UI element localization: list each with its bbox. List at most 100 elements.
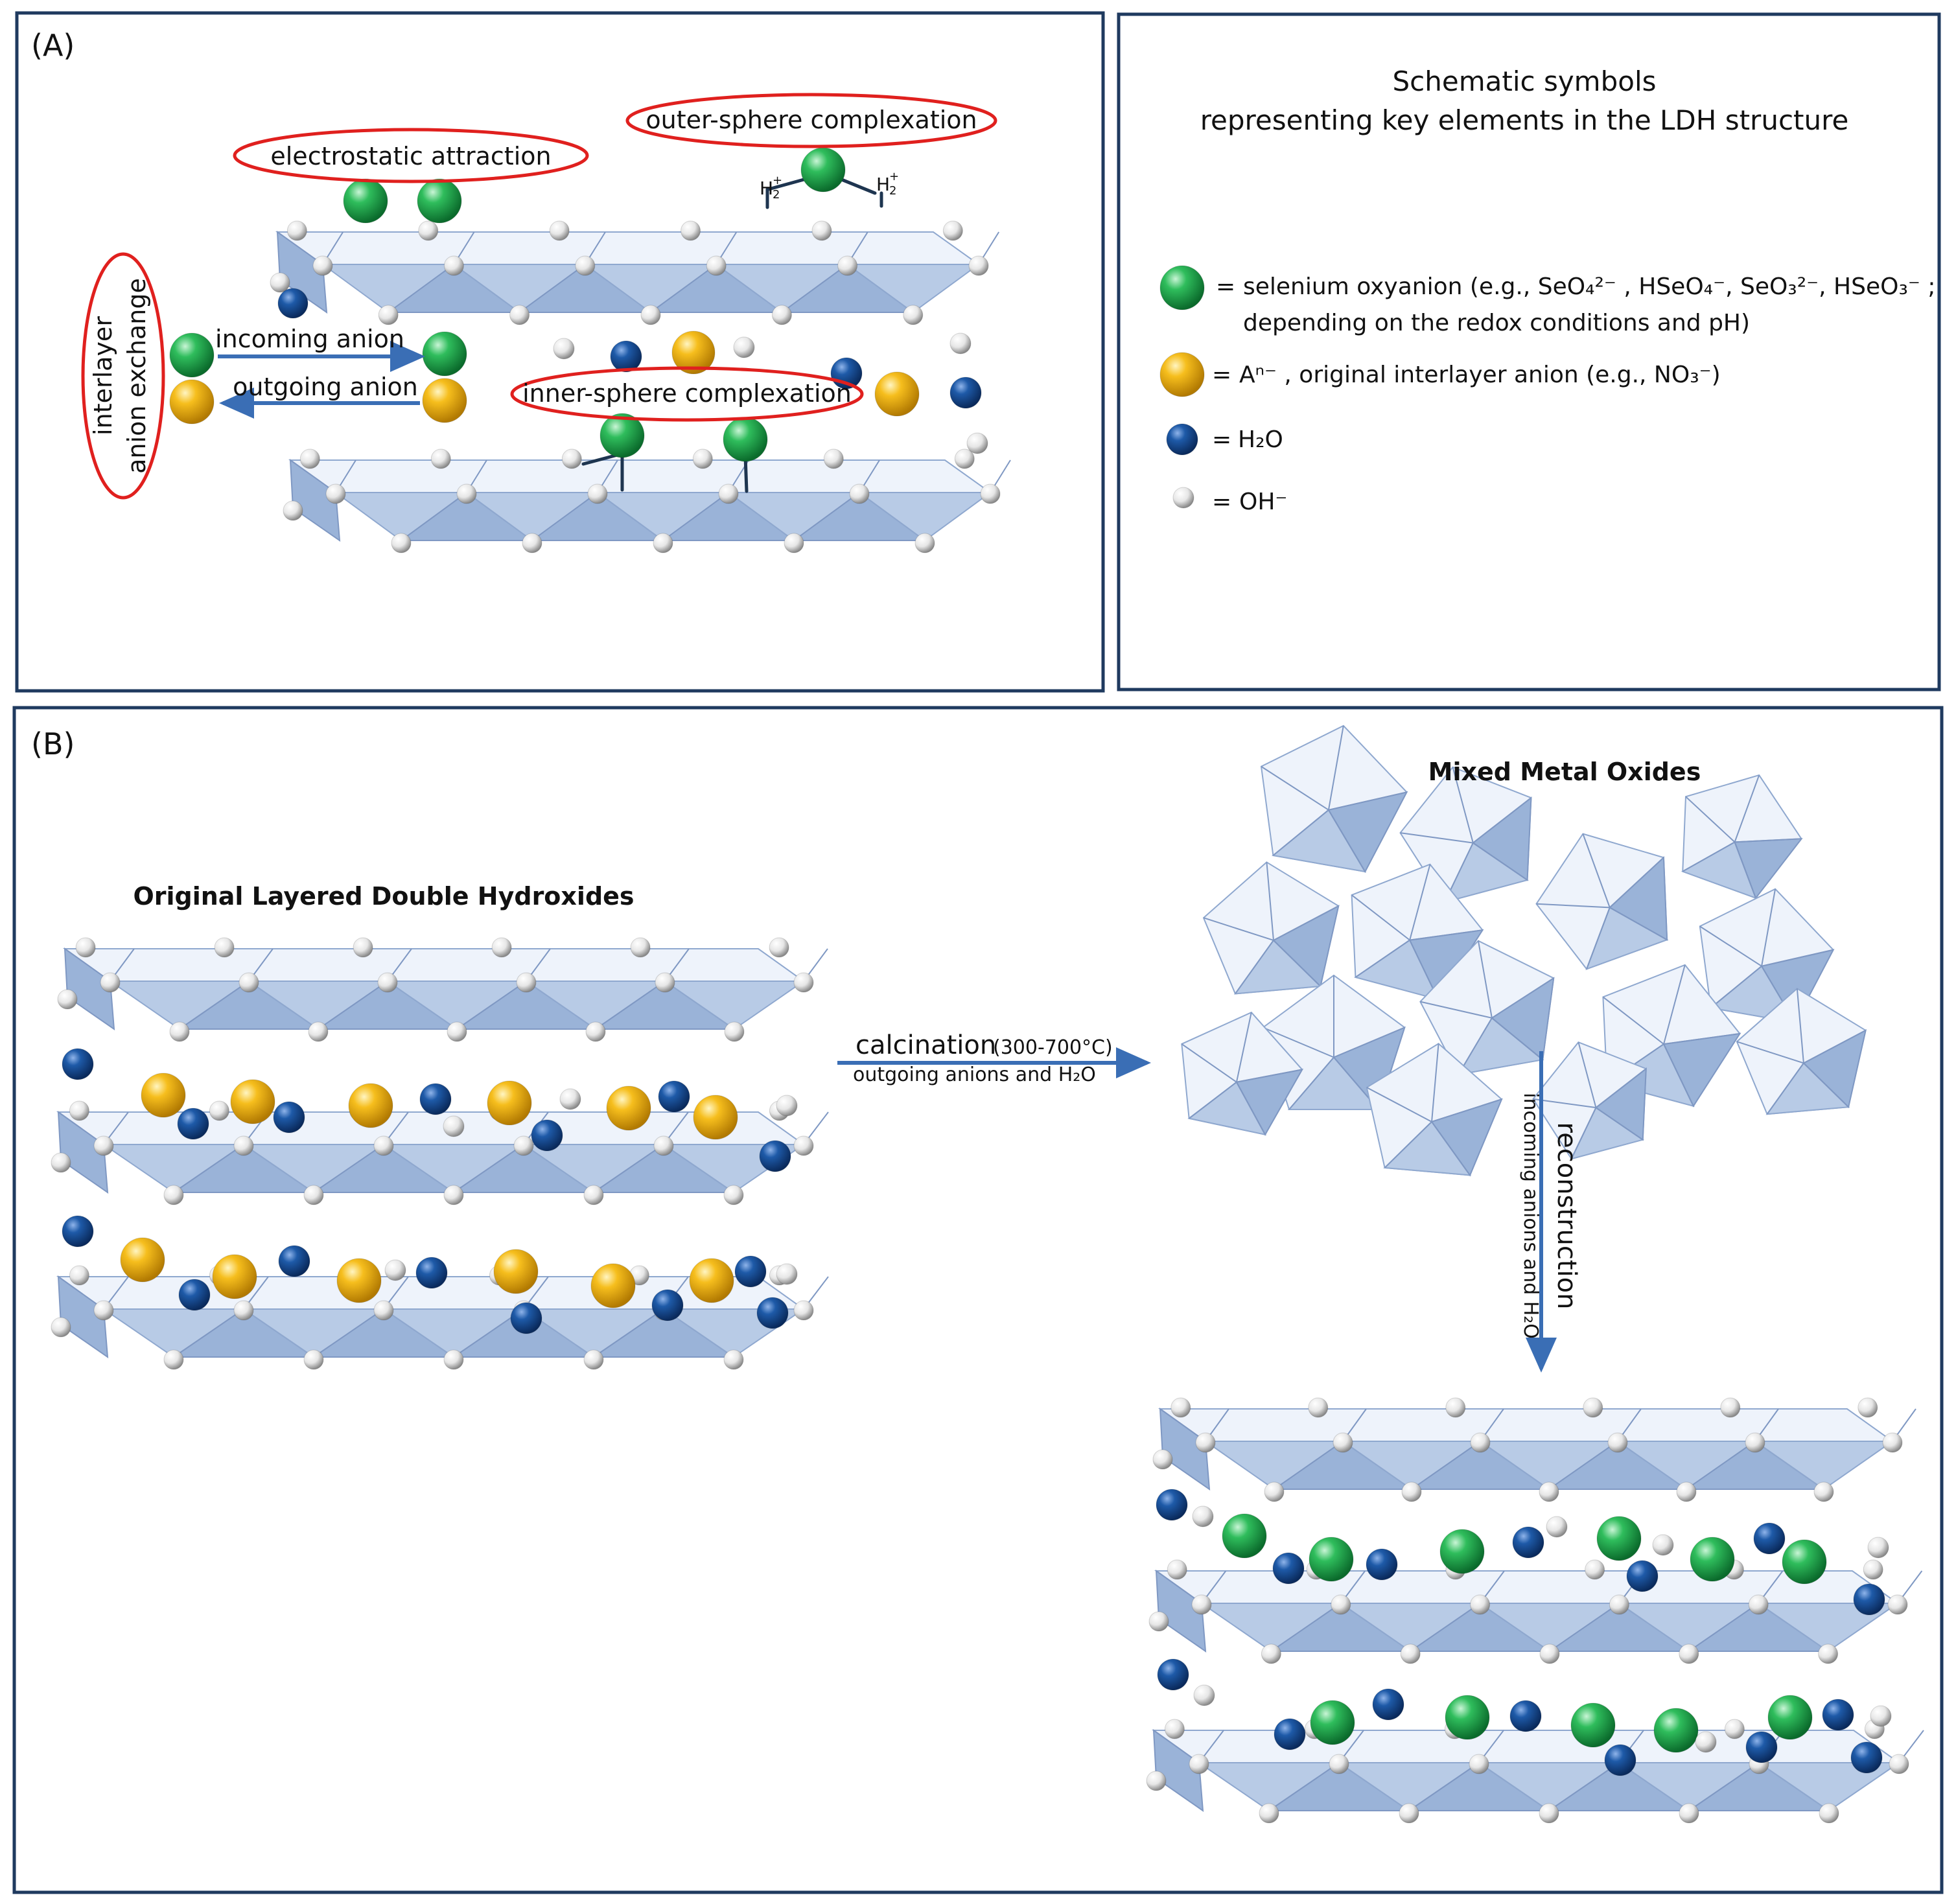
hydroxide-sphere — [443, 1115, 465, 1137]
reconstruction-sublabel: incoming anions and H₂O — [1519, 1093, 1542, 1339]
octahedron-edge — [1328, 791, 1407, 811]
hydroxide-sphere — [1445, 1397, 1466, 1418]
octahedron-face — [857, 492, 993, 542]
hydroxide-sphere — [1167, 1559, 1187, 1580]
interlayer-anion-sphere — [874, 371, 920, 417]
interlayer-anion-sphere — [487, 1080, 532, 1126]
water-sphere — [1366, 1548, 1398, 1581]
layer-top-face — [1158, 1408, 1895, 1442]
octahedron-edge — [1384, 1121, 1432, 1168]
hydroxide-sphere — [1189, 1754, 1209, 1774]
hydroxide-sphere — [51, 1152, 71, 1173]
legend-eq-hydroxide: = — [1212, 489, 1231, 515]
octahedron-edge — [1586, 907, 1611, 969]
anion-exchange-highlight — [81, 252, 165, 500]
selenium-oxyanion-sphere — [169, 332, 215, 378]
hydroxide-sphere — [1164, 1719, 1185, 1739]
water-sphere — [62, 1215, 94, 1248]
anion-exchange-line1: interlayer — [89, 316, 117, 435]
hydroxide-sphere — [585, 1021, 606, 1042]
hydroxide-sphere — [1676, 1481, 1697, 1502]
metal-oxide-octahedron — [1181, 1011, 1304, 1136]
octahedron-edge — [1734, 774, 1760, 842]
selenium-oxyanion-sphere — [1310, 1700, 1355, 1745]
hydroxide-sphere — [1724, 1719, 1745, 1739]
reconstruction-text: reconstruction — [1552, 1122, 1581, 1310]
hydroxide-sphere — [378, 305, 399, 325]
octahedron-edge — [1288, 1056, 1334, 1110]
hydroxide-sphere — [1331, 1594, 1351, 1615]
mmo-title: Mixed Metal Oxides — [1428, 758, 1701, 786]
hydroxide-sphere — [966, 432, 988, 454]
water-sphere — [419, 1083, 452, 1115]
selenium-oxyanion-sphere — [343, 178, 388, 224]
octahedron-edge — [1328, 809, 1366, 872]
layer-top-face — [56, 1111, 806, 1145]
hydroxide-sphere — [653, 1135, 674, 1156]
hydroxide-sphere — [233, 1300, 254, 1321]
octahedron-edge — [1595, 1107, 1644, 1141]
calcination-temp: (300-700°C) — [993, 1036, 1113, 1059]
hydroxide-sphere — [811, 220, 832, 241]
octahedron-edge — [1663, 1043, 1694, 1107]
hydroxide-sphere — [559, 1088, 581, 1110]
hydroxide-sphere — [1819, 1803, 1839, 1824]
water-sphere — [756, 1297, 789, 1329]
hydroxide-sphere — [163, 1349, 184, 1370]
h2-left-sup: + — [773, 174, 782, 187]
inner-sphere-label: inner-sphere complexation — [522, 379, 852, 408]
inner-sphere-highlight — [510, 366, 864, 422]
octahedron-edge — [1409, 864, 1431, 940]
metal-oxide-octahedron — [1351, 863, 1484, 1001]
hydroxide-sphere — [718, 483, 739, 504]
hydroxide-sphere — [1679, 1803, 1699, 1824]
water-sphere — [1604, 1744, 1636, 1776]
octahedron-edge — [1235, 1012, 1252, 1082]
hydroxide-sphere — [69, 1100, 89, 1121]
hydroxide-sphere — [509, 305, 530, 325]
hydroxide-sphere — [1546, 1516, 1568, 1538]
hydroxide-sphere — [776, 1263, 798, 1285]
octahedron-edge — [1355, 939, 1410, 978]
octahedron-edge — [1761, 949, 1834, 967]
hydroxide-sphere — [209, 1100, 229, 1121]
hydroxide-sphere — [1401, 1481, 1422, 1502]
incoming-anion-label: incoming anion — [215, 325, 404, 353]
hydroxide-sphere — [1679, 1643, 1699, 1664]
hydroxide-sphere — [583, 1185, 604, 1205]
water-sphere — [177, 1108, 209, 1140]
octahedron-edge — [1663, 1032, 1740, 1045]
octahedron-edge — [1261, 765, 1329, 811]
selenium-oxyanion-sphere — [422, 331, 467, 377]
interlayer-anion-sphere — [606, 1086, 651, 1131]
electrostatic-label: electrostatic attraction — [270, 142, 551, 170]
calcination-label: calcination — [856, 1030, 996, 1060]
hydroxide-sphere — [1146, 1770, 1167, 1791]
hydroxide-sphere — [1192, 1505, 1214, 1527]
selenium-oxyanion-sphere — [1653, 1708, 1699, 1753]
octahedron-edge — [1609, 857, 1664, 909]
ldh-layer-1 — [62, 947, 828, 1031]
calcination-sublabel: outgoing anions and H₂O — [853, 1063, 1096, 1086]
hydroxide-sphere — [312, 255, 333, 276]
hydroxide-sphere — [949, 332, 972, 354]
hydroxide-sphere — [561, 448, 582, 469]
hydroxide-sphere — [384, 1259, 406, 1281]
layer-side-face — [1155, 1569, 1207, 1653]
legend-frame — [1117, 12, 1941, 691]
octahedron-edge — [1582, 833, 1611, 908]
selenium-oxyanion-sphere — [1439, 1529, 1485, 1574]
octahedron-edge — [1181, 1043, 1237, 1083]
hydroxide-sphere — [491, 937, 512, 958]
panel-a-lower-layer — [288, 458, 1011, 542]
hydroxide-sphere — [793, 972, 814, 993]
water-sphere — [1853, 1583, 1885, 1616]
legend-selenium-text-2: depending on the redox conditions and pH… — [1243, 310, 1750, 336]
h2-left-main: H — [760, 178, 773, 199]
hydroxide-sphere — [57, 989, 78, 1010]
octahedron-edge — [1273, 905, 1339, 941]
hydroxide-sphere — [1748, 1594, 1769, 1615]
octahedron-edge — [1420, 1001, 1493, 1019]
octahedron-edge — [1235, 940, 1274, 994]
interlayer-anion-sphere — [336, 1258, 382, 1303]
